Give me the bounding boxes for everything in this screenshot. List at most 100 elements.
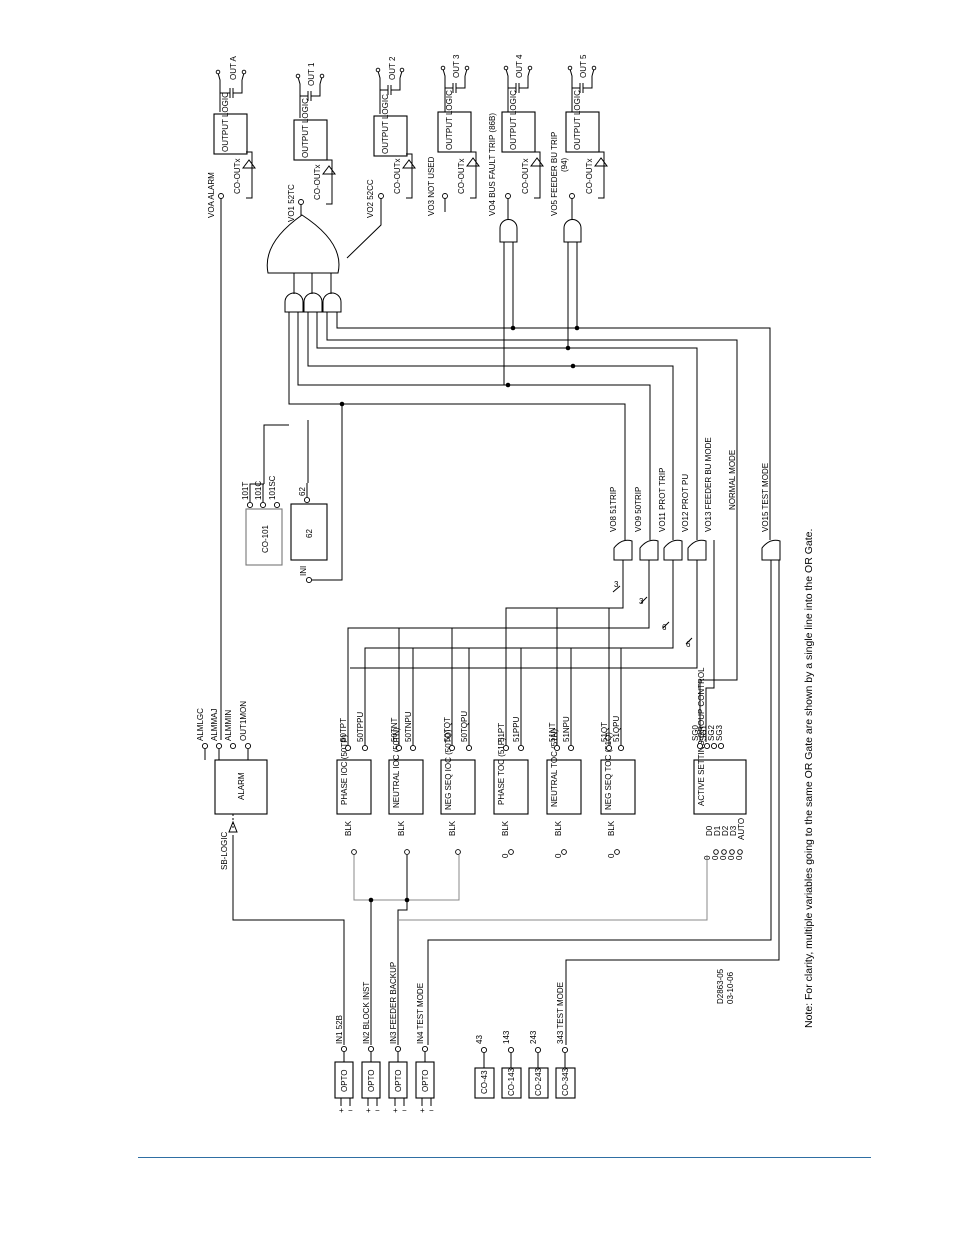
opto-minus: −: [348, 1106, 353, 1115]
co-101-pin-label: 101C: [254, 481, 263, 500]
element-blk: BLK: [344, 820, 353, 836]
block-62-ini-label: INI: [299, 566, 308, 576]
element-pin-label: 51QT: [600, 722, 609, 742]
top-gates: [266, 214, 582, 313]
blk-zero: 0: [554, 853, 563, 858]
co-out-label: CO-OUTx: [313, 164, 322, 200]
co-out-label: CO-OUTx: [233, 158, 242, 194]
blk-wiring: [353, 855, 460, 1045]
contact-co-243: CO-243 243: [528, 1030, 549, 1099]
output-logic-a: OUTPUT LOGIC CO-OUTx: [213, 92, 256, 199]
or-gate-vo11: [663, 539, 683, 561]
opto-minus: −: [402, 1106, 407, 1115]
element-51q: NEG SEQ TOC (51Q) 51QT 51QPU BLK 0: [600, 716, 636, 858]
protection-elements: PHASE IOC (50TP) 50TPT 50TPPU BLK NEUTRA…: [336, 711, 636, 858]
virtual-output-label: VO12 PROT PU: [681, 474, 690, 532]
diagram-note: Note: For clarity, multiple variables go…: [803, 529, 815, 1028]
virtual-output-label: VO13 FEEDER BU MODE: [704, 437, 713, 532]
element-blk: BLK: [448, 820, 457, 836]
opto-plus: +: [339, 1106, 344, 1115]
output-contact-label: OUT 1: [307, 62, 316, 86]
element-pin-label: 50TPPU: [356, 712, 365, 742]
output-logic-blocks: OUTPUT LOGIC CO-OUTx OUTPUT LOGIC CO-OUT…: [213, 90, 608, 205]
setting-group-out: SG3: [715, 724, 724, 741]
element-bus-wiring: 3 3 6 6: [347, 560, 772, 1045]
element-50tq: NEG SEQ IOC (50TQ) 50TQT 50TQPU BLK: [440, 711, 476, 855]
element-pin-label: 51NPU: [562, 716, 571, 742]
contact-label: 343 TEST MODE: [556, 982, 565, 1044]
input-label: IN2 BLOCK INST: [362, 982, 371, 1044]
output-contact-label: OUT A: [229, 55, 238, 80]
setting-group-in: D0: [705, 825, 714, 836]
virtual-output-label: VO8 51TRIP: [609, 487, 618, 532]
opto-label: OPTO: [421, 1069, 430, 1092]
element-pin-label: 51NT: [548, 722, 557, 742]
element-name: NEG SEQ IOC (50TQ): [444, 729, 453, 810]
bus-count: 3: [614, 580, 619, 589]
alarm-pin-label: ALMMAJ: [210, 709, 219, 741]
co-out-label: CO-OUTx: [585, 158, 594, 194]
setting-group-out: SG1: [699, 724, 708, 741]
output-logic-label: OUTPUT LOGIC: [381, 94, 390, 154]
contact-co-343: CO-343 343 TEST MODE: [555, 982, 576, 1099]
element-blk: BLK: [607, 820, 616, 836]
alarm-block: ALARM ALMLGC ALMMAJ ALMMIN OUT1MON SB-LO…: [196, 701, 345, 1045]
element-50tn: NEUTRAL IOC (50TN) 50TNT 50TNPU BLK: [388, 711, 424, 855]
vo-or-gates: [613, 539, 781, 561]
co-101-label: CO-101: [261, 524, 270, 553]
junction-dots: [339, 325, 580, 407]
input-in1: OPTO IN1 52B + −: [334, 1015, 354, 1115]
setting-group-in: D2: [721, 825, 730, 836]
drawing-date: 03-10-06: [726, 971, 735, 1004]
and-gate-vo5: [563, 219, 582, 243]
output-logic-4: OUTPUT LOGIC CO-OUTx: [501, 90, 544, 199]
opto-minus: −: [429, 1106, 434, 1115]
output-logic-label: OUTPUT LOGIC: [221, 92, 230, 152]
co-101-block: CO-101 101T 101C 101SC: [241, 475, 283, 566]
setting-group-zero: 0: [711, 855, 720, 860]
output-logic-label: OUTPUT LOGIC: [301, 98, 310, 158]
element-pin-label: 50TNT: [390, 717, 399, 742]
co-out-label: CO-OUTx: [521, 158, 530, 194]
co-101-pin-label: 101SC: [268, 475, 277, 500]
output-contact-label: OUT 3: [452, 54, 461, 78]
element-pin-label: 50TQPU: [460, 711, 469, 742]
output-logic-label: OUTPUT LOGIC: [445, 90, 454, 150]
element-name: NEUTRAL IOC (50TN): [392, 727, 401, 808]
element-pin-label: 50TPT: [339, 718, 348, 742]
output-logic-5: OUTPUT LOGIC CO-OUTx: [565, 90, 608, 199]
output-contact-label: OUT 5: [579, 54, 588, 78]
virtual-output-label: VO11 PROT TRIP: [658, 468, 667, 532]
element-pin-label: 51QPU: [612, 716, 621, 742]
vo-label-5: VO5 FEEDER BU TRIP: [550, 132, 559, 216]
input-label: IN1 52B: [335, 1015, 344, 1044]
opto-label: OPTO: [340, 1069, 349, 1092]
output-logic-label: OUTPUT LOGIC: [573, 90, 582, 150]
bus-count: 3: [639, 597, 644, 606]
output-contact-label: OUT 4: [515, 54, 524, 78]
contact-co-43: CO-43 43: [474, 1035, 495, 1099]
output-logic-label: OUTPUT LOGIC: [509, 90, 518, 150]
contact-label: 43: [475, 1035, 484, 1044]
setting-group-in: AUTO: [737, 818, 746, 840]
and-gate-vo4: [499, 219, 518, 243]
bus-count: 6: [662, 623, 667, 632]
element-blk: BLK: [554, 820, 563, 836]
or-gate-vo8: [613, 539, 633, 561]
contact-label: 143: [502, 1030, 511, 1044]
and-gate-1: [284, 292, 304, 313]
element-blk: BLK: [501, 820, 510, 836]
and-gate-2: [303, 292, 323, 313]
element-blk: BLK: [397, 820, 406, 836]
contact-name: CO-43: [480, 1070, 489, 1094]
co-out-label: CO-OUTx: [393, 158, 402, 194]
setting-group-out: SG0: [691, 724, 700, 741]
block-62: 62 62 INI: [290, 487, 328, 584]
or-gate-vo15: [761, 539, 781, 561]
vo-label-3: VO3 NOT USED: [427, 156, 436, 216]
output-contact-label: OUT 2: [388, 56, 397, 80]
output-contact-1: OUT 1: [295, 62, 325, 118]
setting-group-zero: 0: [735, 855, 744, 860]
contact-name: CO-243: [534, 1067, 543, 1096]
